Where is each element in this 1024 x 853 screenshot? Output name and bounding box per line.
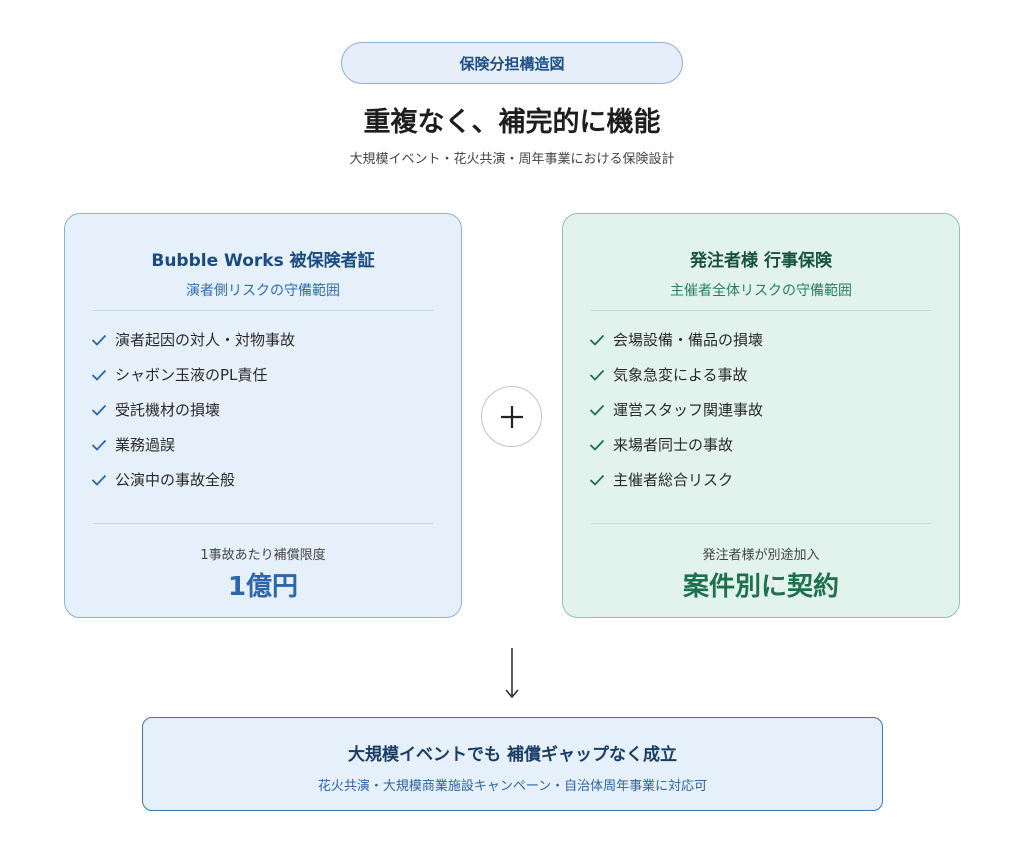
check-icon bbox=[91, 404, 107, 416]
result-box: 大規模イベントでも 補償ギャップなく成立 花火共演・大規模商業施設キャンペーン・… bbox=[142, 717, 883, 811]
enrollment-label: 発注者様が別途加入 bbox=[702, 548, 820, 563]
check-icon bbox=[589, 404, 605, 416]
enrollment-value: 案件別に契約 bbox=[682, 572, 839, 602]
coverage-list: 会場設備・備品の損壊 気象急変による事故 運営スタッフ関連事故 来場者同士の事故… bbox=[589, 322, 763, 497]
plus-icon bbox=[481, 386, 542, 447]
check-icon bbox=[589, 334, 605, 346]
divider bbox=[591, 523, 931, 524]
list-item: 業務過誤 bbox=[91, 427, 295, 462]
card-title: Bubble Works 被保険者証 bbox=[151, 251, 375, 271]
check-icon bbox=[589, 369, 605, 381]
coverage-list: 演者起因の対人・対物事故 シャボン玉液のPL責任 受託機材の損壊 業務過誤 公演… bbox=[91, 322, 295, 497]
result-subtitle: 花火共演・大規模商業施設キャンペーン・自治体周年事業に対応可 bbox=[317, 779, 708, 794]
card-subtitle: 主催者全体リスクの守備範囲 bbox=[670, 283, 852, 299]
list-item: 主催者総合リスク bbox=[589, 462, 763, 497]
coverage-limit-label: 1事故あたり補償限度 bbox=[200, 548, 326, 563]
arrow-down-icon bbox=[505, 648, 519, 699]
list-item: 受託機材の損壊 bbox=[91, 392, 295, 427]
check-icon bbox=[91, 474, 107, 486]
page-title: 重複なく、補完的に機能 bbox=[363, 107, 661, 138]
result-title: 大規模イベントでも 補償ギャップなく成立 bbox=[348, 745, 677, 765]
page-subtitle: 大規模イベント・花火共演・周年事業における保険設計 bbox=[349, 152, 675, 167]
card-subtitle: 演者側リスクの守備範囲 bbox=[186, 283, 340, 299]
list-item: シャボン玉液のPL責任 bbox=[91, 357, 295, 392]
list-item: 気象急変による事故 bbox=[589, 357, 763, 392]
organizer-insurance-card: 発注者様 行事保険 主催者全体リスクの守備範囲 会場設備・備品の損壊 気象急変に… bbox=[562, 213, 960, 618]
list-item: 演者起因の対人・対物事故 bbox=[91, 322, 295, 357]
coverage-limit-value: 1億円 bbox=[227, 572, 299, 602]
divider bbox=[591, 310, 931, 311]
list-item: 会場設備・備品の損壊 bbox=[589, 322, 763, 357]
list-item: 運営スタッフ関連事故 bbox=[589, 392, 763, 427]
check-icon bbox=[91, 369, 107, 381]
card-title: 発注者様 行事保険 bbox=[690, 251, 832, 271]
performer-insurance-card: Bubble Works 被保険者証 演者側リスクの守備範囲 演者起因の対人・対… bbox=[64, 213, 462, 618]
check-icon bbox=[589, 439, 605, 451]
list-item: 来場者同士の事故 bbox=[589, 427, 763, 462]
check-icon bbox=[589, 474, 605, 486]
diagram-badge: 保険分担構造図 bbox=[341, 42, 683, 84]
divider bbox=[93, 310, 433, 311]
check-icon bbox=[91, 439, 107, 451]
list-item: 公演中の事故全般 bbox=[91, 462, 295, 497]
check-icon bbox=[91, 334, 107, 346]
divider bbox=[93, 523, 433, 524]
